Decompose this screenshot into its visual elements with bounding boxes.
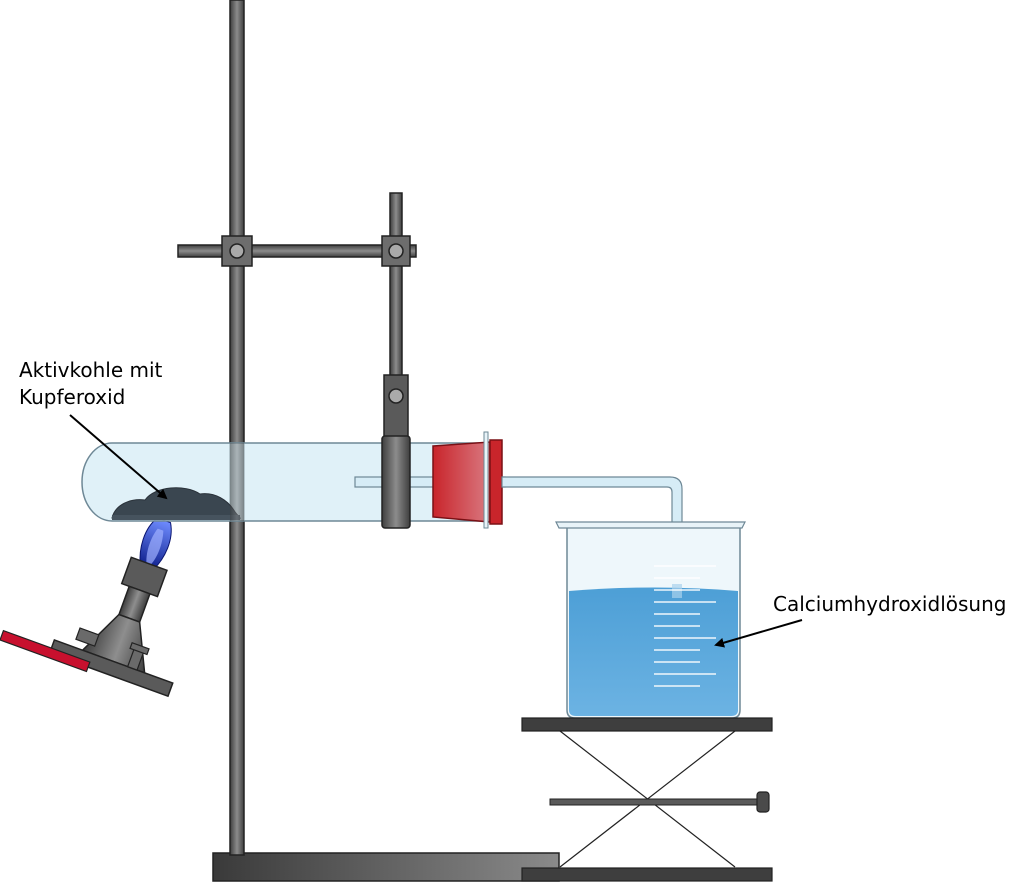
bunsen-burner [48, 517, 174, 698]
graduation-marks [654, 565, 716, 687]
charcoal-label-line1: Aktivkohle mit [19, 358, 163, 382]
cross-rod [177, 244, 417, 258]
charcoal-pile [111, 487, 242, 519]
solution-label: Calciumhydroxidlösung [773, 592, 1007, 616]
lab-jack-knob [756, 791, 770, 813]
gas-handle [0, 629, 91, 673]
stand-rod [229, 0, 245, 856]
charcoal-arrow [69, 414, 168, 500]
boss-head-right [381, 235, 411, 267]
boss-head-left [221, 235, 253, 267]
lab-jack-base [521, 867, 773, 882]
clamp-ring [381, 435, 411, 529]
charcoal-label-line2: Kupferoxid [19, 385, 126, 409]
clamp-head [383, 374, 409, 438]
calcium-hydroxide-solution [569, 587, 738, 716]
lab-jack [521, 717, 773, 882]
rubber-stopper [432, 441, 491, 523]
beaker [555, 521, 746, 719]
solution-arrow [714, 619, 803, 648]
lab-jack-top [521, 717, 773, 732]
stand-base [212, 852, 560, 882]
